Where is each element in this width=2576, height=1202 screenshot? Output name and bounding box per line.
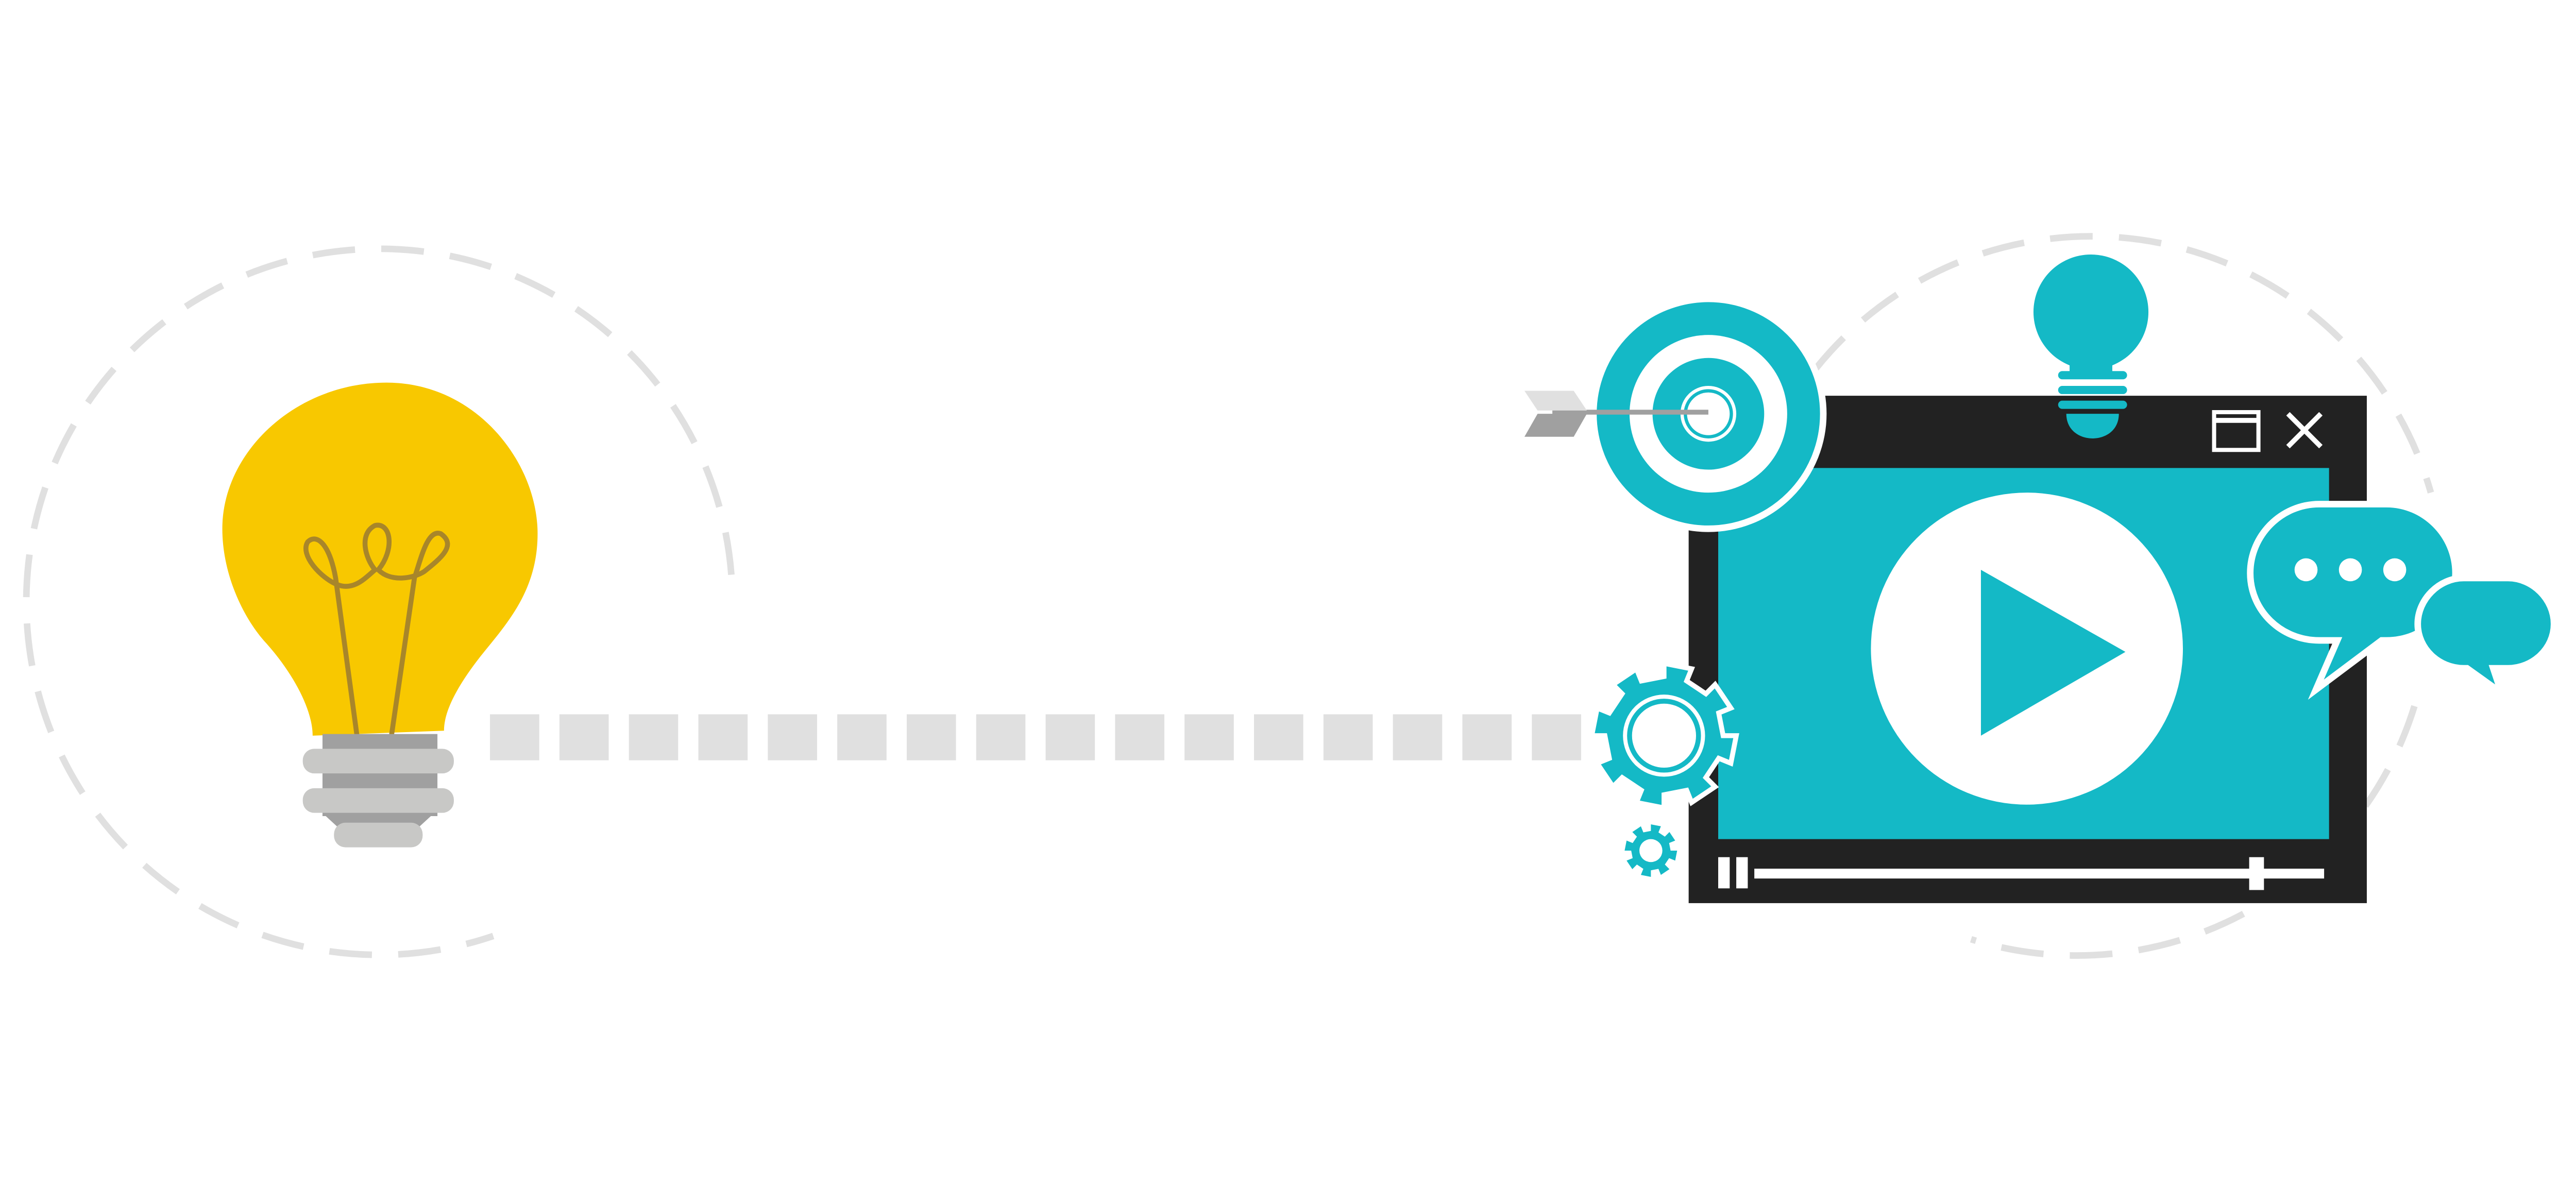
connector-dash: [1115, 714, 1165, 760]
gear-icon: [1588, 660, 1739, 811]
connector-dash: [490, 714, 539, 760]
dashed-connector: [490, 714, 1581, 760]
connector-dash: [906, 714, 956, 760]
connector-dash: [1462, 714, 1512, 760]
small-speech-bubble-icon: [2414, 574, 2557, 702]
arrow-icon: [1524, 391, 1708, 437]
close-icon[interactable]: [2286, 412, 2323, 449]
connector-dash: [976, 714, 1026, 760]
connector-dash: [1254, 714, 1303, 760]
connector-dash: [698, 714, 748, 760]
small-gear-icon: [1624, 824, 1677, 877]
speech-bubble-icon: [2247, 501, 2459, 700]
progress-track[interactable]: [1754, 869, 2325, 879]
connector-dash: [837, 714, 887, 760]
maximize-icon[interactable]: [2212, 410, 2261, 452]
connector-dash: [1045, 714, 1095, 760]
right-dashed-orbit: [1812, 233, 2434, 959]
connector-dash: [1323, 714, 1373, 760]
connector-dash: [1393, 714, 1443, 760]
connector-dash: [1532, 714, 1581, 760]
connector-dash: [1184, 714, 1234, 760]
video-player-icon: [1688, 396, 2367, 903]
left-dashed-orbit: [23, 245, 735, 958]
pause-icon[interactable]: [1718, 857, 1748, 889]
play-icon: [1980, 569, 2126, 736]
connector-dash: [768, 714, 817, 760]
connector-dash: [629, 714, 679, 760]
connector-dash: [559, 714, 609, 760]
progress-knob[interactable]: [2249, 857, 2264, 890]
idea-bulb-icon: [2033, 255, 2149, 438]
lightbulb-icon: [222, 382, 538, 848]
